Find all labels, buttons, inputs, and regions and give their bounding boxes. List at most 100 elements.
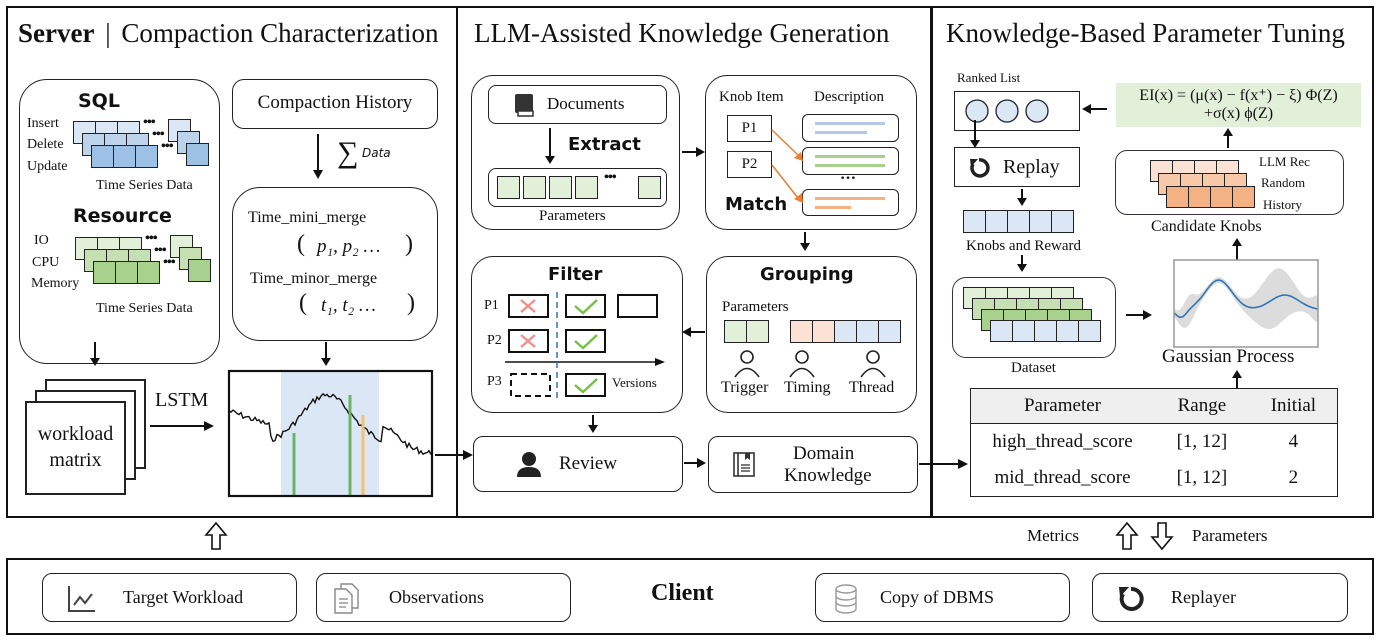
client-item-copy-of-dbms[interactable]: Copy of DBMS bbox=[815, 573, 1070, 622]
extract-down-arrow bbox=[545, 128, 555, 164]
group-parameter-cell bbox=[878, 320, 901, 343]
merge-timing-box bbox=[232, 187, 438, 341]
filter-p3-new-accepted bbox=[565, 373, 606, 397]
parameter-cell bbox=[549, 176, 572, 199]
time-series-cell bbox=[188, 259, 211, 282]
knob-item-header: Knob Item bbox=[719, 89, 784, 105]
ellipsis-dots: ••• bbox=[145, 231, 158, 246]
knob-reward-cell bbox=[963, 210, 986, 233]
time-series-cell bbox=[137, 261, 160, 284]
dataset-cell bbox=[1078, 320, 1101, 342]
group-thread-label: Thread bbox=[849, 379, 895, 396]
resource-label-io: IO bbox=[34, 233, 49, 248]
filter-heading: Filter bbox=[548, 264, 603, 285]
ranked-list-label: Ranked List bbox=[957, 70, 1021, 85]
match-to-grouping-arrow bbox=[800, 232, 810, 251]
cell-initial: 2 bbox=[1288, 467, 1299, 488]
grouping-parameters-label: Parameters bbox=[722, 299, 789, 315]
extract-to-match-arrow bbox=[682, 147, 705, 157]
expected-improvement-formula: EI(x) = (μ(x) − f(x⁺) − ξ) Φ(Z) +σ(x) ϕ(… bbox=[1116, 83, 1361, 127]
filter-p1-new-accepted bbox=[565, 294, 606, 318]
parameters-down-arrow bbox=[1150, 522, 1174, 551]
group-parameter-cell bbox=[790, 320, 813, 343]
mini-merge-bracket-open: ( bbox=[297, 231, 305, 257]
replay-icon bbox=[970, 158, 990, 178]
time-series-cell bbox=[91, 145, 114, 168]
gp-plot-frame bbox=[1173, 259, 1319, 348]
description-ellipsis: … bbox=[840, 166, 856, 183]
check-icon bbox=[574, 378, 598, 394]
gp-mean-curve bbox=[1173, 279, 1319, 319]
candidate-knob-cell bbox=[1188, 186, 1211, 208]
database-icon bbox=[835, 584, 857, 614]
knob-reward-cell bbox=[985, 210, 1008, 233]
replay-box: Replay bbox=[954, 147, 1080, 187]
sql-caption: Time Series Data bbox=[96, 178, 193, 193]
client-item-replayer[interactable]: Replayer bbox=[1092, 573, 1348, 622]
minor-merge-bracket-open: ( bbox=[299, 290, 307, 316]
group-parameter-cell bbox=[812, 320, 835, 343]
knob-reward-cell bbox=[1051, 210, 1074, 233]
resource-label-memory: Memory bbox=[31, 276, 80, 291]
cell-initial: 4 bbox=[1288, 431, 1299, 452]
filter-p3-missing bbox=[510, 373, 551, 397]
parameters-label: Parameters bbox=[1192, 526, 1268, 545]
cross-icon bbox=[520, 299, 536, 313]
client-item-observations[interactable]: Observations bbox=[316, 573, 571, 622]
parameter-cell bbox=[575, 176, 598, 199]
dataset-to-gp-arrow bbox=[1126, 310, 1152, 320]
knob-reward-cell bbox=[1007, 210, 1030, 233]
grouping-heading: Grouping bbox=[760, 264, 854, 285]
filter-p1-future bbox=[617, 294, 658, 318]
compaction-down-arrow bbox=[313, 134, 323, 179]
cell-range: [1, 12] bbox=[1176, 467, 1228, 488]
metrics-label: Metrics bbox=[1027, 526, 1079, 545]
table-row: mid_thread_score [1, 12] 2 bbox=[971, 460, 1337, 496]
header-initial: Initial bbox=[1249, 389, 1337, 424]
review-to-knowledge-arrow bbox=[684, 458, 706, 468]
prediction-plot-frame bbox=[227, 369, 434, 498]
tuning-panel bbox=[930, 6, 1374, 518]
group-parameter-cell bbox=[834, 320, 857, 343]
group-trigger-label: Trigger bbox=[721, 379, 769, 396]
filter-version-grid bbox=[505, 292, 665, 400]
client-item-target-workload[interactable]: Target Workload bbox=[42, 573, 297, 622]
merge-down-arrow bbox=[321, 342, 331, 366]
knob-p2: P2 bbox=[727, 151, 772, 178]
time-series-cell bbox=[115, 261, 138, 284]
ellipsis-dots: ••• bbox=[152, 127, 165, 142]
parameter-cell bbox=[523, 176, 546, 199]
filter-p2-new-accepted bbox=[565, 329, 606, 353]
server-title-rest: Compaction Characterization bbox=[121, 18, 439, 48]
header-parameter: Parameter bbox=[971, 389, 1154, 424]
time-series-cell bbox=[186, 143, 209, 166]
ranked-to-replay-arrow bbox=[970, 120, 980, 148]
table-to-gp-arrow bbox=[1232, 370, 1242, 390]
client-panel bbox=[6, 558, 1374, 635]
candidate-knob-cell bbox=[1210, 186, 1233, 208]
replay-icon bbox=[1119, 587, 1144, 611]
person-icon-timing bbox=[789, 350, 815, 378]
workload-down-arrow bbox=[90, 342, 100, 366]
lstm-arrow bbox=[150, 421, 214, 431]
match-label: Match bbox=[725, 194, 788, 215]
sql-label-update: Update bbox=[27, 159, 68, 174]
group-parameter-cell bbox=[724, 320, 747, 343]
formula-to-ranked-arrow bbox=[1082, 104, 1107, 114]
table-header-row: Parameter Range Initial bbox=[971, 389, 1337, 424]
compaction-prediction-plot bbox=[227, 369, 434, 498]
candidate-source-history: History bbox=[1263, 197, 1302, 212]
match-arrows bbox=[771, 129, 803, 203]
ellipsis-dots: ••• bbox=[163, 255, 176, 270]
client-to-server-hollow-arrow bbox=[204, 521, 228, 550]
copy-of-dbms-label: Copy of DBMS bbox=[880, 587, 995, 607]
workload-matrix-line1: workload bbox=[37, 423, 114, 445]
gaussian-process-plot bbox=[1173, 259, 1319, 348]
minor-merge-values: t₁, t₂ … bbox=[321, 295, 376, 316]
knob-reward-cell bbox=[1029, 210, 1052, 233]
knowledge-to-table-arrow bbox=[919, 459, 968, 469]
header-range: Range bbox=[1154, 389, 1250, 424]
sql-label-delete: Delete bbox=[27, 137, 64, 152]
ellipsis-dots: ••• bbox=[143, 115, 156, 130]
server-title-bold: Server bbox=[18, 18, 95, 48]
